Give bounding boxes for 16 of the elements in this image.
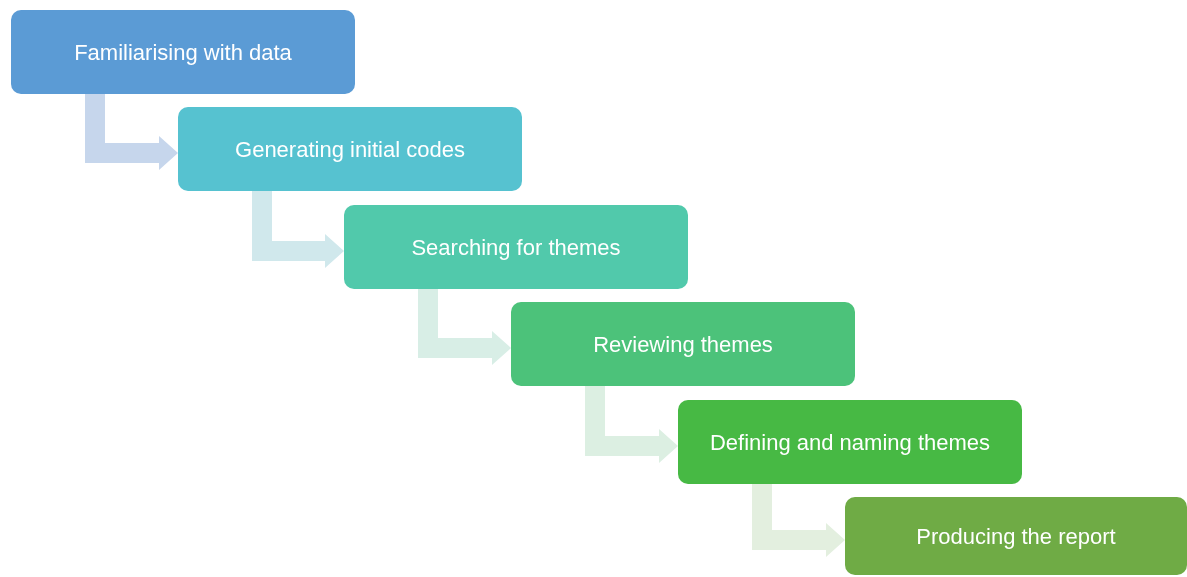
step-box <box>678 400 1022 484</box>
bent-arrow <box>252 191 344 268</box>
bent-arrow <box>752 484 845 557</box>
bent-arrow <box>418 289 511 365</box>
step-label: Defining and naming themes <box>709 428 991 457</box>
step-label: Producing the report <box>916 522 1116 551</box>
step-box <box>511 302 855 386</box>
step-box <box>11 10 355 94</box>
step-label: Reviewing themes <box>593 330 773 359</box>
step-box <box>344 205 688 289</box>
bent-arrow <box>585 386 678 463</box>
step-label: Searching for themes <box>411 233 621 262</box>
step-box <box>845 497 1187 575</box>
step-label: Familiarising with data <box>74 38 292 67</box>
step-box <box>178 107 522 191</box>
step-label: Generating initial codes <box>235 135 465 164</box>
